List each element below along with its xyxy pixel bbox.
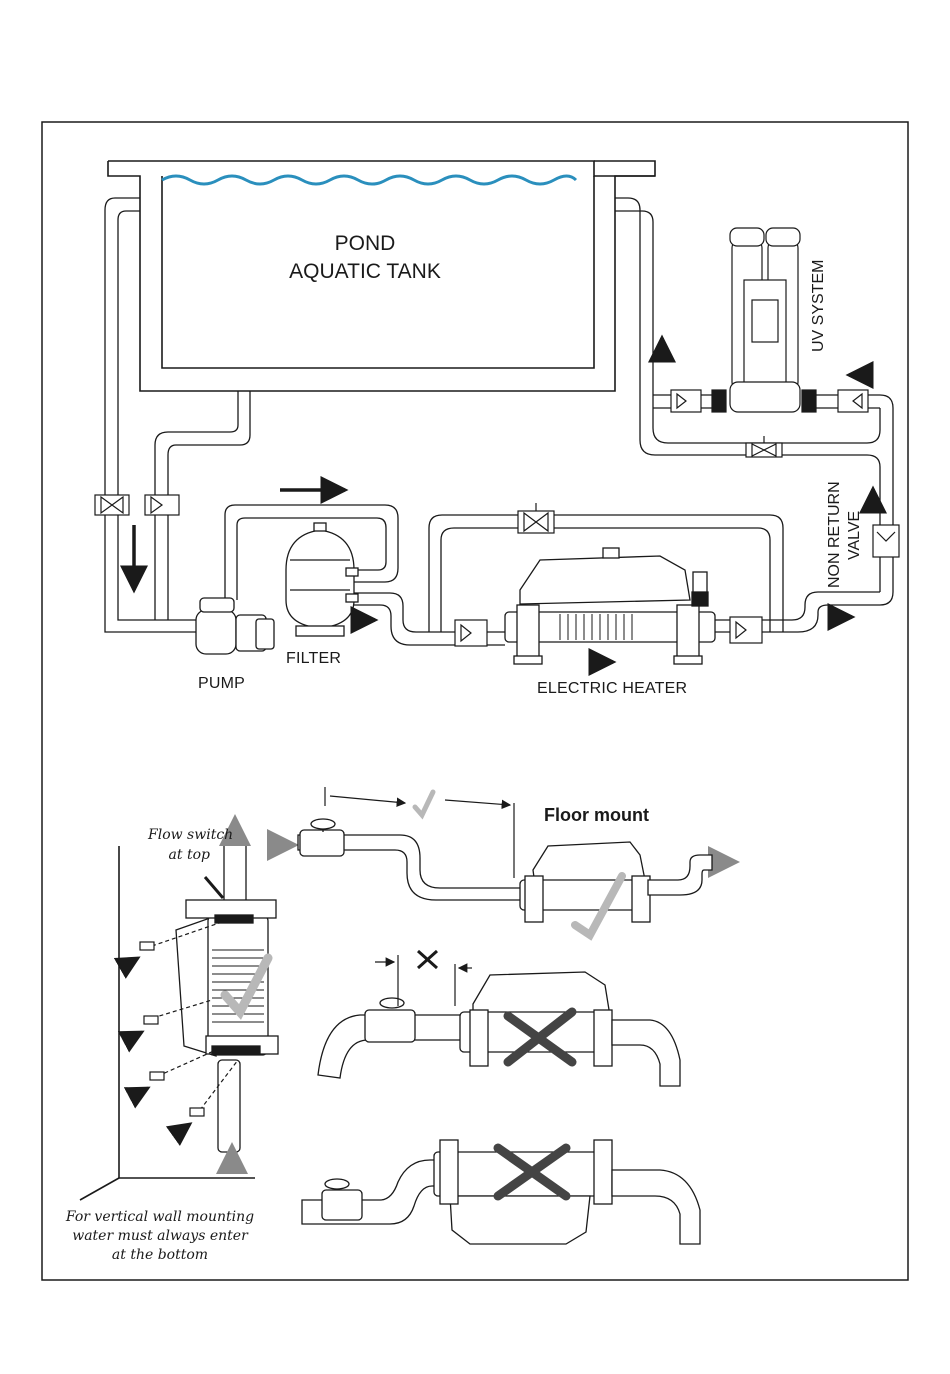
pond-title-line2: AQUATIC TANK [160, 258, 570, 286]
floor-mount-heading: Floor mount [544, 805, 649, 826]
water-surface [162, 176, 576, 184]
flow-switch-line1: Flow switch [148, 826, 228, 844]
uv-system-shape [712, 228, 816, 412]
floor-mount-assembly [298, 819, 712, 922]
vertical-note-line2: water must always enter [60, 1227, 260, 1245]
electric-heater-label: ELECTRIC HEATER [537, 680, 687, 698]
non-return-label-line2: VALVE [846, 511, 864, 560]
flow-switch-pointer [205, 877, 223, 898]
non-return-label-line1: NON RETURN [826, 481, 844, 588]
uv-system-label: UV SYSTEM [810, 260, 828, 352]
wrong-mount-1 [318, 972, 680, 1086]
pond-title-line1: POND [160, 230, 570, 258]
vertical-note-line3: at the bottom [60, 1246, 260, 1264]
filter-label: FILTER [286, 650, 341, 668]
check-clearance [415, 792, 433, 815]
pump-label: PUMP [198, 675, 245, 693]
filter-shape [286, 523, 358, 636]
flow-switch-line2: at top [148, 846, 210, 864]
vertical-note-line1: For vertical wall mounting [60, 1208, 260, 1226]
heater-shape [505, 548, 715, 664]
cross-clearance [418, 951, 437, 968]
pump-shape [196, 598, 274, 654]
